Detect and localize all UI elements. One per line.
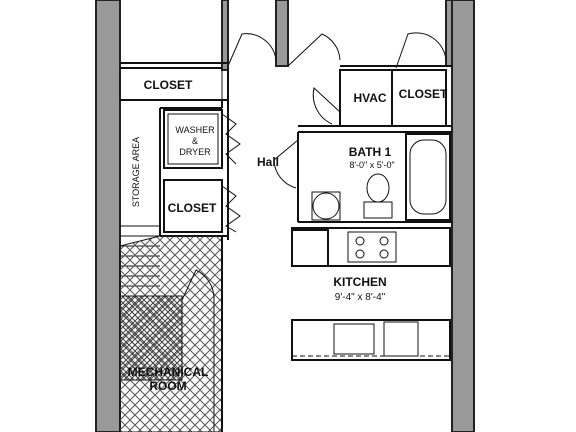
right-outer-wall — [451, 0, 475, 432]
kitchen-back-counter — [291, 227, 451, 267]
bifold-door-closet — [221, 185, 241, 233]
stove — [347, 231, 397, 263]
left-outer-wall — [95, 0, 121, 432]
mechanical-room-label-2: ROOM — [149, 379, 186, 393]
hall-label: Hall — [257, 155, 279, 169]
hvac-label: HVAC — [353, 91, 386, 105]
closet-lower-walls — [163, 179, 223, 233]
kitchen-name-label: KITCHEN — [333, 275, 386, 289]
toilet — [366, 173, 390, 203]
bath-name-label: BATH 1 — [349, 145, 392, 159]
dishwasher — [383, 321, 419, 357]
door-swing-bath — [273, 139, 299, 189]
door-swing-hvac — [312, 87, 341, 125]
washer-label: WASHER — [175, 125, 215, 135]
storage-area-label: STORAGE AREA — [131, 137, 141, 207]
bath-sink — [312, 192, 340, 220]
top-wall-stub-mid — [275, 0, 289, 67]
mechanical-room-dark-hatch — [119, 295, 183, 381]
mechanical-room-label-1: MECHANICAL — [128, 365, 209, 379]
closet-right-label: CLOSET — [399, 87, 448, 101]
bath-dims-label: 8'-0" x 5'-0" — [349, 160, 394, 170]
top-wall-stub-left — [221, 0, 229, 71]
bathtub — [405, 133, 451, 221]
bifold-door-washer — [221, 113, 241, 165]
island-sink — [333, 323, 375, 355]
door-swing-mechanical — [181, 269, 215, 301]
door-swing-top-right — [287, 33, 341, 67]
door-swing-top-far-right — [395, 32, 447, 69]
fridge — [291, 229, 329, 267]
door-swing-top-left — [227, 33, 277, 67]
kitchen-island — [291, 319, 451, 361]
kitchen-dims-label: 9'-4" x 8'-4" — [335, 292, 386, 303]
dryer-label: DRYER — [179, 147, 211, 157]
top-wall-stub-right — [445, 0, 453, 67]
closet-top-label: CLOSET — [144, 78, 193, 92]
closet-lower-label: CLOSET — [168, 201, 217, 215]
washer-amp-label: & — [192, 136, 198, 146]
